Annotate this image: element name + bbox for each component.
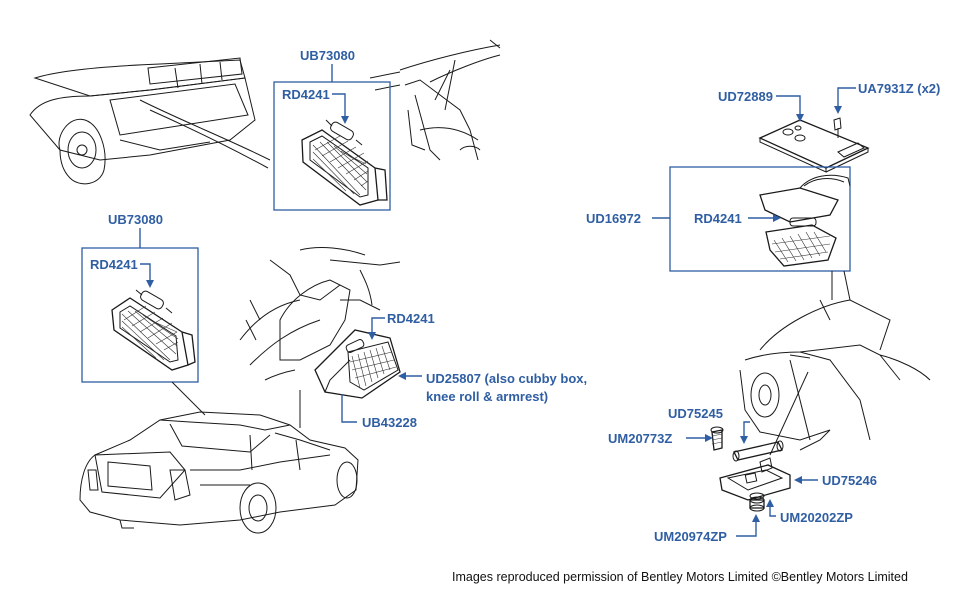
label-ub43228: UB43228 xyxy=(362,415,417,430)
copyright-credit: Images reproduced permission of Bentley … xyxy=(452,570,908,584)
label-ua7931z: UA7931Z (x2) xyxy=(858,81,941,96)
lamp-unit-top xyxy=(301,119,388,206)
boot-illustration-top-left xyxy=(29,57,271,185)
label-rd4241-left: RD4241 xyxy=(90,257,138,272)
label-ud25807: UD25807 (also cubby box, knee roll & arm… xyxy=(426,371,588,404)
label-rd4241-top: RD4241 xyxy=(282,87,330,102)
label-ud75246: UD75246 xyxy=(822,473,877,488)
boot-lamp-small-parts xyxy=(710,426,791,512)
car-rear-boot-illustration xyxy=(739,299,931,451)
label-um20974zp: UM20974ZP xyxy=(654,529,727,544)
label-ub73080-top: UB73080 xyxy=(300,48,355,63)
label-ud16972: UD16972 xyxy=(586,211,641,226)
label-um20202zp: UM20202ZP xyxy=(780,510,853,525)
label-ub73080-left: UB73080 xyxy=(108,212,163,227)
car-exterior-illustration xyxy=(79,411,359,534)
label-um20773z: UM20773Z xyxy=(608,431,673,446)
boot-hinge-illustration xyxy=(369,39,501,161)
interior-lamp-unit xyxy=(314,329,401,399)
lamp-unit-right xyxy=(759,174,851,267)
bracket-plate xyxy=(758,117,870,173)
car-interior-illustration xyxy=(239,247,401,381)
label-rd4241-right: RD4241 xyxy=(694,211,742,226)
lamp-box-right xyxy=(669,166,851,272)
label-ud75245: UD75245 xyxy=(668,406,723,421)
lamp-unit-left xyxy=(111,289,196,371)
label-ud72889: UD72889 xyxy=(718,89,773,104)
label-rd4241-mid: RD4241 xyxy=(387,311,435,326)
